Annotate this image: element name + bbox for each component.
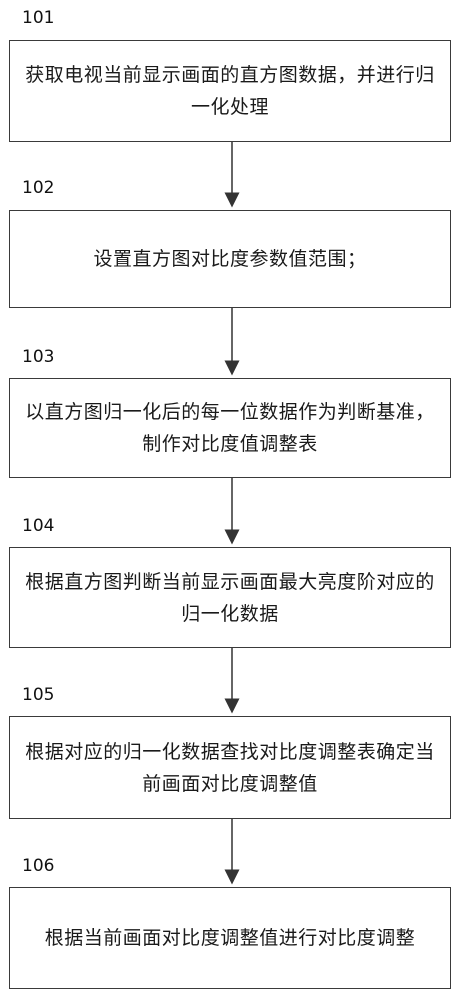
step-number-102: 102 — [22, 178, 55, 198]
step-number-101: 101 — [22, 8, 55, 28]
step-number-103: 103 — [22, 347, 55, 367]
step-box-101: 获取电视当前显示画面的直方图数据，并进行归一化处理 — [9, 40, 451, 142]
step-text-106: 根据当前画面对比度调整值进行对比度调整 — [44, 927, 416, 949]
step-box-105: 根据对应的归一化数据查找对比度调整表确定当前画面对比度调整值 — [9, 716, 451, 819]
step-box-102: 设置直方图对比度参数值范围； — [9, 210, 451, 308]
step-text-103: 以直方图归一化后的每一位数据作为判断基准，制作对比度值调整表 — [25, 401, 435, 455]
step-box-103: 以直方图归一化后的每一位数据作为判断基准，制作对比度值调整表 — [9, 378, 451, 478]
step-box-106: 根据当前画面对比度调整值进行对比度调整 — [9, 887, 451, 989]
step-text-104: 根据直方图判断当前显示画面最大亮度阶对应的归一化数据 — [25, 570, 435, 625]
step-number-105: 105 — [22, 685, 55, 705]
step-number-106: 106 — [22, 856, 55, 876]
step-text-105: 根据对应的归一化数据查找对比度调整表确定当前画面对比度调整值 — [25, 740, 435, 795]
step-box-104: 根据直方图判断当前显示画面最大亮度阶对应的归一化数据 — [9, 547, 451, 648]
step-number-104: 104 — [22, 516, 55, 536]
step-text-101: 获取电视当前显示画面的直方图数据，并进行归一化处理 — [25, 64, 435, 118]
step-text-102: 设置直方图对比度参数值范围； — [93, 248, 367, 270]
